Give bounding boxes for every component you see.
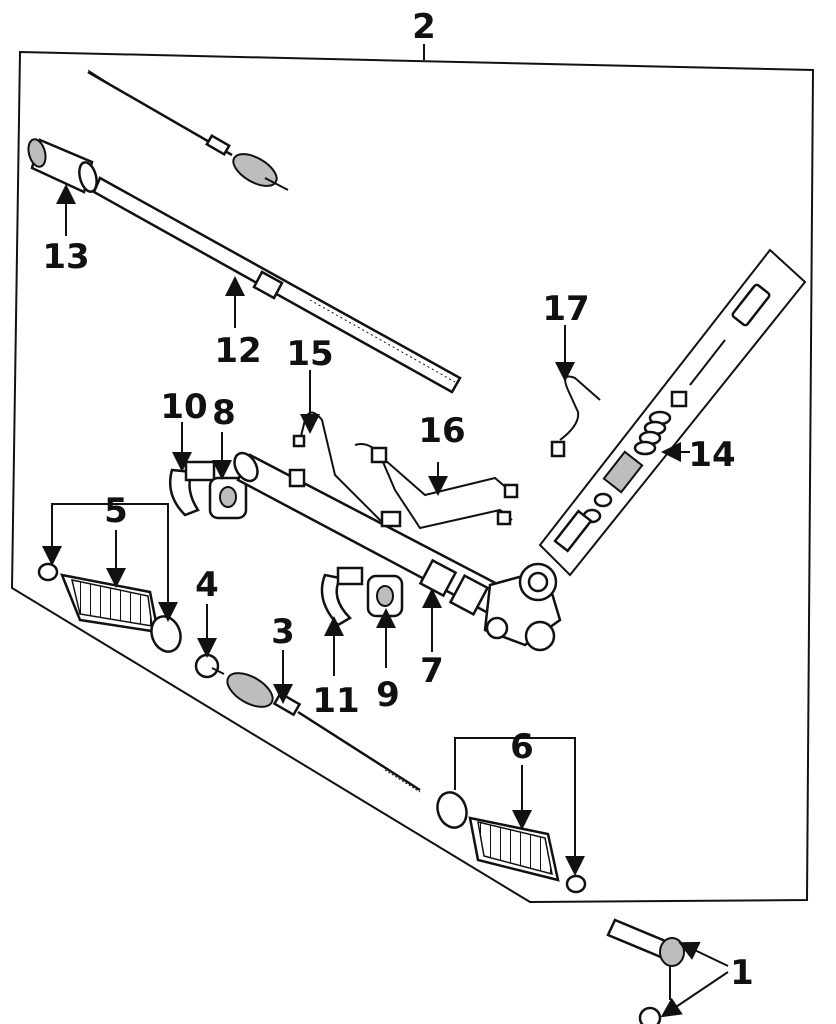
callout-16: 16 (418, 411, 465, 451)
callout-13: 13 (42, 237, 89, 277)
callout-6: 6 (510, 727, 534, 767)
callout-17: 17 (542, 289, 589, 329)
valve-body (483, 562, 562, 652)
kit-14-outline (538, 248, 807, 577)
boot-5 (37, 562, 182, 653)
clamp-11 (320, 566, 364, 627)
insulator-9 (366, 574, 404, 618)
callout-8: 8 (212, 393, 236, 433)
callout-labels: 2 13 12 15 17 16 14 10 8 5 4 3 11 9 7 6 … (42, 7, 754, 993)
leaders (42, 184, 729, 1018)
callout-1: 1 (730, 953, 754, 993)
callout-12: 12 (214, 331, 261, 371)
callout-3: 3 (271, 612, 295, 652)
callout-15: 15 (286, 334, 333, 374)
rack-12 (92, 176, 462, 394)
callout-9: 9 (376, 675, 400, 715)
boot-6 (436, 791, 587, 894)
callout-10: 10 (160, 387, 207, 427)
callout-7: 7 (420, 651, 444, 691)
housing-7 (233, 451, 507, 617)
callout-2: 2 (412, 7, 436, 47)
ring-4 (194, 653, 220, 679)
bushing-13 (27, 138, 98, 194)
return-line-17 (550, 375, 601, 458)
insulator-8 (208, 476, 248, 520)
inner-tie-rod-upper (87, 69, 289, 191)
kit-14-components (553, 283, 771, 553)
callout-4: 4 (195, 565, 219, 605)
callout-11: 11 (312, 681, 359, 721)
callout-14: 14 (688, 435, 735, 475)
tie-rod-end-1 (606, 918, 685, 1024)
callout-5: 5 (104, 491, 128, 531)
clamp-10 (168, 460, 216, 517)
assembly-boundary (10, 50, 815, 904)
